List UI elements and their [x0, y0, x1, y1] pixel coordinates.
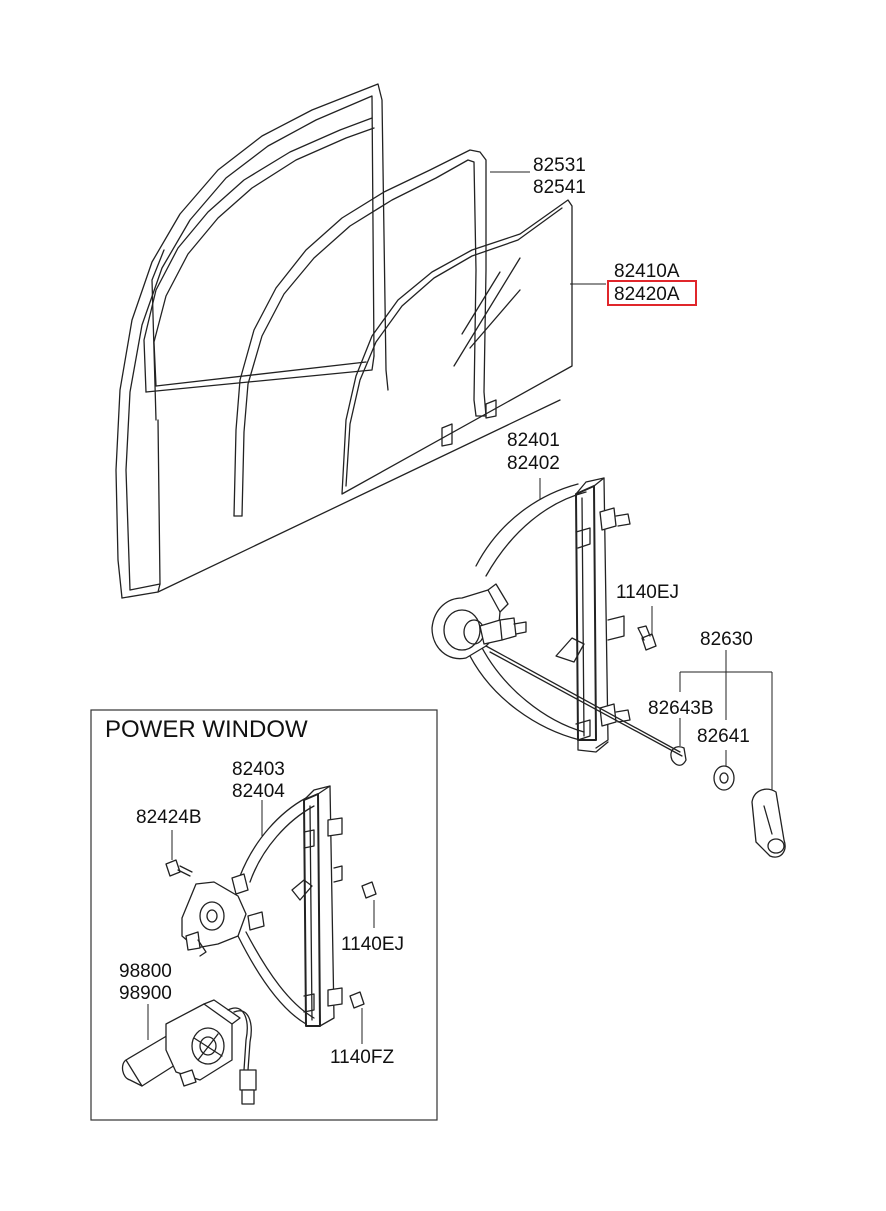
label-98800[interactable]: 98800: [119, 961, 172, 982]
leader-lines: [147, 171, 773, 1044]
label-82643b[interactable]: 82643B: [648, 698, 714, 719]
label-82531[interactable]: 82531: [533, 155, 586, 176]
label-82402[interactable]: 82402: [507, 453, 560, 474]
label-82404[interactable]: 82404: [232, 781, 285, 802]
bolt-1140ej-upper: [637, 625, 657, 651]
label-1140ej-inset[interactable]: 1140EJ: [341, 934, 404, 955]
label-82401[interactable]: 82401: [507, 430, 560, 451]
power-window-inset: [90, 709, 438, 1121]
window-motor: [121, 999, 257, 1105]
door-frame: [115, 83, 561, 599]
label-82410a[interactable]: 82410A: [614, 261, 680, 282]
label-1140fz[interactable]: 1140FZ: [330, 1047, 394, 1068]
glass-run-channel: [233, 149, 487, 517]
manual-window-regulator: [431, 477, 683, 757]
label-82630[interactable]: 82630: [700, 629, 753, 650]
label-98900[interactable]: 98900: [119, 983, 172, 1004]
inset-frame: [90, 709, 438, 1121]
label-1140ej-upper[interactable]: 1140EJ: [616, 582, 679, 603]
highlight-box: [607, 280, 697, 306]
label-82641[interactable]: 82641: [697, 726, 750, 747]
window-handle-assembly: [670, 746, 786, 858]
label-82403[interactable]: 82403: [232, 759, 285, 780]
label-82420a[interactable]: 82420A: [614, 284, 680, 305]
door-glass: [341, 199, 573, 495]
inset-title: POWER WINDOW: [105, 716, 308, 743]
part-labels: 82531 82541 82410A 82420A 82401 82402 11…: [105, 155, 753, 1068]
label-82424b[interactable]: 82424B: [136, 807, 202, 828]
label-82541[interactable]: 82541: [533, 177, 586, 198]
